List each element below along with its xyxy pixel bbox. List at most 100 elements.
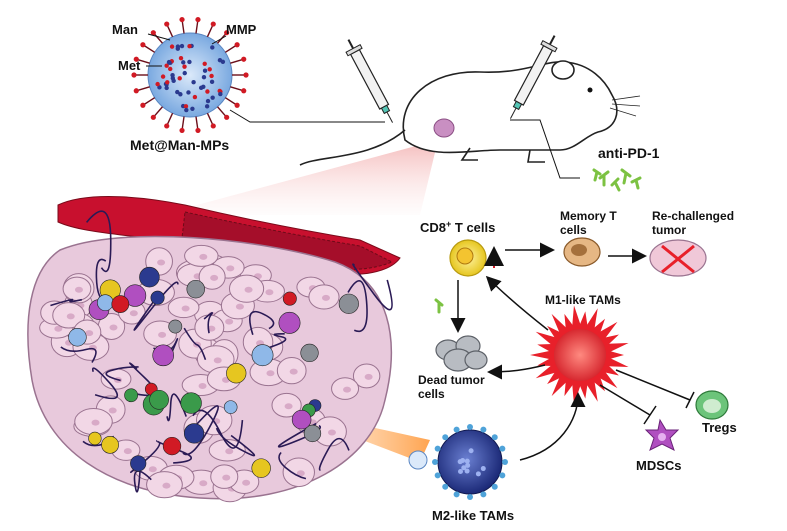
rechallenged-tumor-icon	[649, 239, 707, 277]
met-dot	[157, 85, 162, 90]
m1-spike	[596, 368, 618, 389]
met-dot	[166, 59, 172, 65]
m2-cell	[150, 290, 165, 305]
particle	[223, 400, 238, 414]
m2-granule	[468, 448, 474, 454]
spike-tip	[224, 30, 230, 36]
spike-tip	[234, 102, 240, 108]
antibody-icon	[592, 168, 642, 192]
met-dot	[187, 43, 192, 49]
pointer-man	[147, 33, 171, 41]
tumor-nucleus	[74, 286, 83, 293]
syringe-icon	[345, 39, 393, 123]
m1-cell	[282, 291, 297, 306]
spike-tip	[150, 30, 156, 36]
m2-granule	[480, 466, 486, 472]
label-memory-1: Memory T	[560, 209, 617, 223]
spike-tip	[243, 72, 249, 78]
tumor-nucleus	[157, 259, 166, 266]
small-particle-icon	[408, 450, 428, 470]
zoom-beam	[160, 140, 438, 215]
ecm-fiber	[256, 332, 287, 352]
syringe-icon	[510, 35, 558, 119]
spike-tip	[140, 42, 146, 48]
met-dot	[182, 70, 187, 76]
tumor-nucleus	[129, 310, 138, 317]
tumor-nucleus	[225, 318, 234, 325]
met-dot	[177, 76, 182, 81]
spike-tip	[241, 88, 247, 94]
dead-cell	[300, 343, 319, 363]
ecm-fiber	[50, 298, 83, 307]
spike-tip	[179, 127, 185, 134]
m2-cell	[139, 266, 160, 288]
nanoparticle-met-dots	[155, 43, 226, 113]
m1-spike	[535, 331, 560, 348]
nanoparticle-icon	[131, 16, 249, 134]
dead-cell	[186, 279, 205, 299]
label-man: Man	[112, 22, 138, 37]
met-dot	[204, 104, 210, 109]
treg-cell	[149, 389, 169, 410]
label-mmp: MMP	[226, 22, 257, 37]
m2-receptor	[480, 426, 487, 433]
tumor-nucleus	[158, 331, 167, 338]
m1-spike	[530, 350, 554, 360]
tumor-nucleus	[222, 474, 231, 481]
spike-tip	[224, 114, 230, 120]
m1-spike	[578, 311, 589, 330]
label-rechallenged-1: Re-challenged	[652, 209, 734, 223]
m2-receptor	[491, 483, 498, 490]
tumor-nucleus	[265, 289, 274, 296]
m2-cell	[130, 455, 147, 472]
tumor-nucleus	[109, 324, 118, 331]
ecm-fiber	[318, 437, 350, 471]
label-rechallenged-2: tumor	[652, 223, 686, 237]
mdsc-cell	[278, 311, 301, 334]
spike-tip	[179, 16, 185, 23]
particle	[96, 294, 114, 311]
label-m2: M2-like TAMs	[432, 508, 514, 523]
m2-receptor	[453, 426, 460, 433]
met-dot	[155, 81, 160, 87]
t-cell	[226, 363, 247, 384]
m2-receptor	[442, 483, 449, 490]
spike-tip	[164, 123, 170, 129]
label-dead-1: Dead tumor	[418, 373, 485, 387]
label-m1: M1-like TAMs	[545, 293, 621, 307]
met-dot	[175, 44, 181, 49]
m1-spike	[584, 308, 598, 333]
mouse-icon	[299, 60, 641, 166]
m2-receptor	[467, 424, 473, 430]
tumor-nucleus	[327, 429, 336, 436]
ecm-fiber	[249, 310, 275, 335]
m1-spike	[551, 313, 570, 337]
ecm-fiber	[133, 464, 152, 493]
met-dot	[186, 90, 191, 95]
m1-spike	[604, 343, 629, 354]
m1-spike	[564, 377, 576, 397]
m2-granule	[457, 459, 463, 465]
met-dot	[183, 104, 189, 109]
ecm-fiber	[133, 281, 179, 331]
m1-spike	[547, 325, 564, 342]
particle	[251, 344, 274, 367]
ecm-fiber	[91, 367, 119, 400]
met-dot	[182, 64, 187, 69]
t-cell	[101, 436, 119, 454]
tumor-nucleus	[296, 470, 305, 477]
tumor-cells	[39, 244, 381, 503]
m1-spike	[596, 321, 618, 342]
ecm-fiber	[166, 393, 187, 422]
m2-receptor	[467, 494, 473, 500]
cd8-t-cell-icon	[449, 239, 487, 277]
m2-granule	[457, 469, 463, 475]
ecm-fiber	[182, 405, 220, 456]
ecm-fiber	[347, 280, 368, 333]
m1-spike	[590, 318, 605, 337]
ecm-fiber	[192, 409, 244, 449]
mdsc-icon	[644, 418, 680, 451]
met-dot	[210, 45, 215, 50]
m1-spike	[535, 362, 560, 379]
